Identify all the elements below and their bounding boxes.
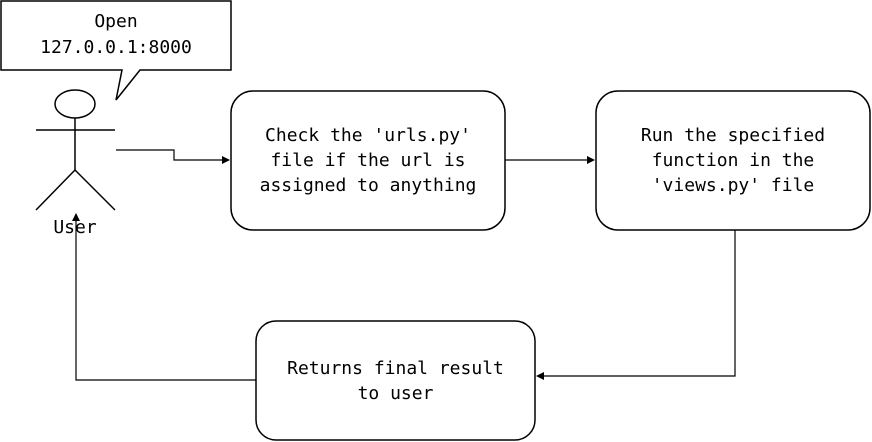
user-actor-figure (35, 89, 116, 211)
run-view-line-2: function in the (651, 150, 815, 171)
arrow-user-to-check-urls (116, 149, 230, 164)
run-view-box (595, 90, 871, 231)
actor-right-leg (74, 169, 116, 211)
speech-bubble-line-1: Open (94, 11, 138, 32)
return-result-line-1: Returns final result (287, 357, 504, 379)
speech-bubble-shape (0, 0, 232, 101)
run-view-text: Run the specified function in the 'views… (596, 91, 870, 230)
check-urls-line-2: file if the url is (270, 150, 466, 171)
run-view-line-3: 'views.py' file (651, 175, 815, 196)
return-result-text: Returns final result to user (256, 321, 535, 440)
actor-label: User (53, 217, 97, 238)
speech-bubble-text: Open 127.0.0.1:8000 (1, 6, 231, 64)
check-urls-line-3: assigned to anything (259, 175, 477, 196)
arrow-run-view-to-return-result (536, 230, 736, 380)
speech-bubble-line-2: 127.0.0.1:8000 (40, 37, 192, 58)
actor-left-leg (35, 169, 76, 211)
check-urls-line-1: Check the 'urls.py' (265, 125, 471, 146)
actor-head (54, 89, 96, 119)
return-result-line-2: to user (357, 382, 434, 404)
check-urls-text: Check the 'urls.py' file if the url is a… (231, 91, 505, 230)
run-view-line-1: Run the specified (640, 125, 826, 146)
arrow-return-result-to-user (72, 213, 256, 381)
